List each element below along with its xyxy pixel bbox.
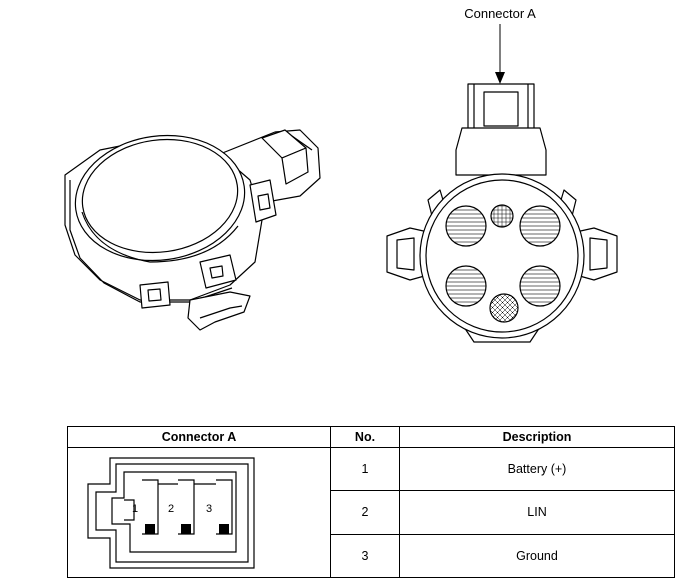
row-1-description: Battery (+) bbox=[399, 446, 675, 492]
row-2-no: 2 bbox=[330, 490, 400, 535]
connector-pin-table: Connector A No. Description bbox=[67, 426, 675, 579]
row-1-no: 1 bbox=[330, 446, 400, 492]
table-header-row: Connector A No. Description bbox=[67, 426, 675, 448]
pin-2-terminal bbox=[181, 524, 191, 534]
sensor-drawings bbox=[64, 24, 618, 343]
row-3-no: 3 bbox=[330, 533, 400, 579]
row-3-description: Ground bbox=[399, 533, 675, 579]
connector-face-diagram: 1 2 3 bbox=[87, 457, 255, 569]
pin-label-3: 3 bbox=[206, 503, 212, 515]
pin-3-terminal bbox=[219, 524, 229, 534]
pin-label-2: 2 bbox=[168, 503, 174, 515]
table-row: 1 2 3 1 Battery (+) bbox=[67, 446, 675, 578]
header-no: No. bbox=[330, 426, 400, 448]
pin-label-1: 1 bbox=[132, 503, 138, 515]
header-connector: Connector A bbox=[67, 426, 331, 448]
sensor-perspective-view bbox=[64, 129, 321, 331]
sensor-illustration-area bbox=[64, 24, 618, 343]
table-row: 2 LIN bbox=[68, 490, 675, 535]
row-2-description: LIN bbox=[399, 490, 675, 535]
pin-1-terminal bbox=[145, 524, 155, 534]
header-description: Description bbox=[399, 426, 675, 448]
sensor-top-view bbox=[386, 83, 618, 343]
connector-a-callout-label: Connector A bbox=[464, 6, 536, 21]
connector-face-cell: 1 2 3 bbox=[67, 447, 331, 578]
table-row: 3 Ground bbox=[68, 533, 675, 579]
connector-callout-arrow bbox=[495, 24, 505, 84]
